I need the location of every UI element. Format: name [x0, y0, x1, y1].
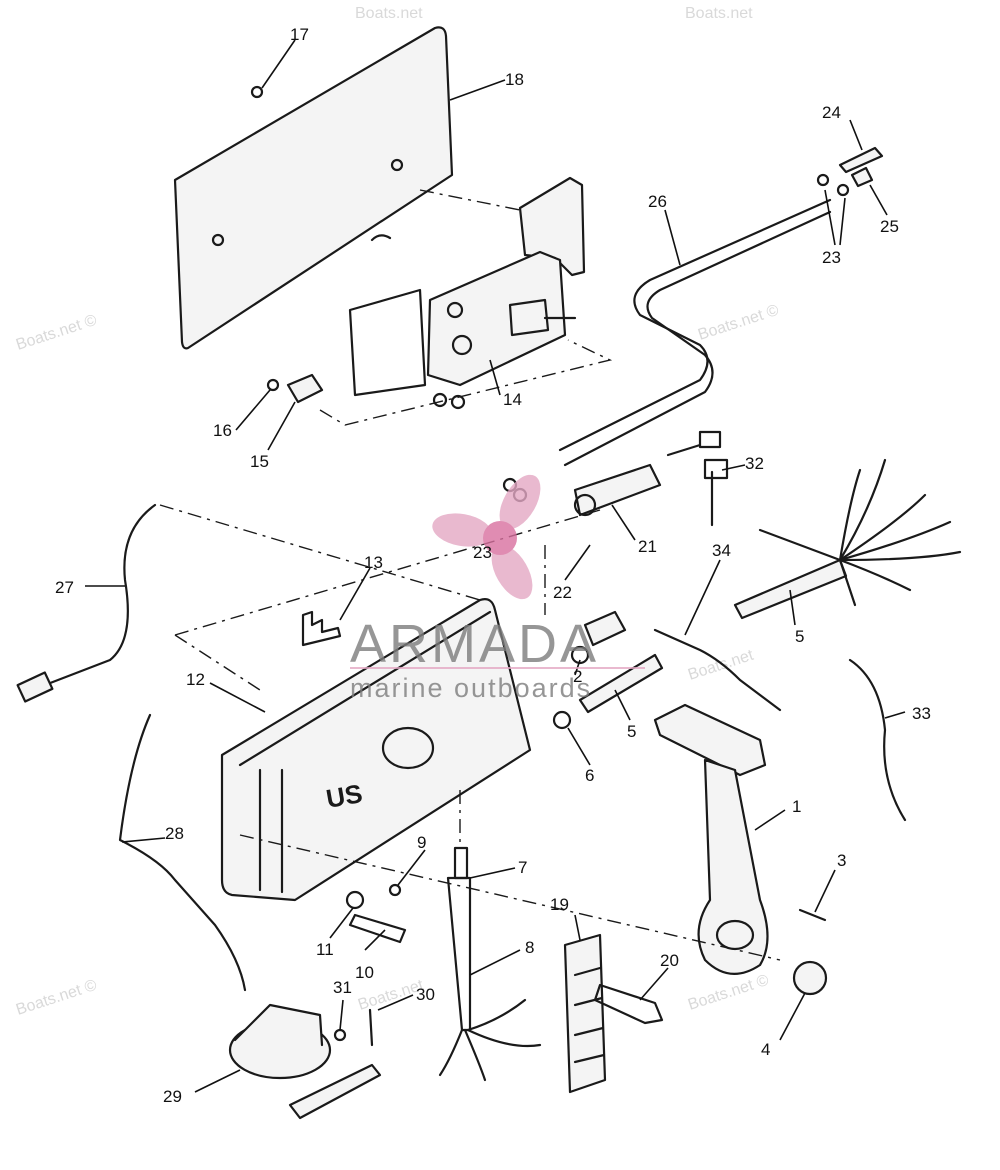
connector [16, 671, 54, 703]
washer [345, 890, 365, 910]
keys [666, 430, 729, 527]
brand-logo: ARMADA marine outboards [350, 474, 645, 703]
screw [368, 1008, 374, 1047]
assembly-line [174, 509, 601, 636]
callout-label: 19 [550, 895, 569, 914]
control-handle [653, 703, 769, 975]
callout-label: 7 [518, 858, 527, 877]
callout-label: 10 [355, 963, 374, 982]
nut [333, 1028, 347, 1042]
callout-label: 4 [761, 1040, 770, 1059]
callout-label: 2 [573, 667, 582, 686]
brand-name: ARMADA [350, 614, 599, 674]
callout-label: 25 [880, 217, 899, 236]
watermark: Boats.net © [686, 972, 771, 1014]
assembly-line [159, 504, 481, 601]
callout-label: 34 [712, 541, 731, 560]
watermark: Boats.net © [14, 977, 99, 1019]
assembly-line [174, 634, 261, 691]
assembly-line [239, 834, 781, 961]
callout-label: 26 [648, 192, 667, 211]
callout-label: 18 [505, 70, 524, 89]
callout-label: 11 [316, 940, 334, 959]
grommet [552, 710, 572, 730]
cable-sleeve [578, 558, 848, 714]
callout-label: 28 [165, 824, 184, 843]
bolt [348, 913, 407, 944]
callout-label: 15 [250, 452, 269, 471]
terminal-block [563, 933, 607, 1094]
callout-label: 6 [585, 766, 594, 785]
callout-label: 12 [186, 670, 205, 689]
console-badge: US [324, 778, 365, 814]
cable-ends [816, 146, 884, 197]
console-housing: US [220, 598, 532, 902]
callout-label: 33 [912, 704, 931, 723]
callout-label: 5 [627, 722, 636, 741]
lanyard [653, 628, 782, 712]
warning-horn [228, 1003, 382, 1120]
callout-labels: 1 2 3 4 5 5 6 7 8 9 10 11 12 13 14 15 16… [55, 25, 931, 1106]
watermark: Boats.net © [14, 312, 99, 354]
callout-label: 32 [745, 454, 764, 473]
wiring-harness [438, 846, 542, 1082]
assembly-line [319, 339, 613, 426]
propeller-icon [432, 474, 541, 600]
wiring-harness [758, 458, 962, 607]
callout-label: 30 [416, 985, 435, 1004]
watermark: Boats.net [355, 5, 423, 22]
cam-part [266, 373, 324, 404]
assembly-line [419, 189, 521, 211]
knob [792, 960, 828, 996]
callout-label: 3 [837, 851, 846, 870]
clip [301, 610, 342, 647]
bolt [593, 983, 664, 1025]
screw [250, 85, 264, 99]
callout-label: 23 [822, 248, 841, 267]
leader-lines [85, 39, 906, 1093]
ignition-switch [573, 463, 662, 517]
callout-label: 23 [473, 543, 492, 562]
wire-lead [118, 713, 247, 992]
ground-wire [43, 503, 157, 687]
throttle-shift-cables [558, 198, 832, 467]
callout-label: 14 [503, 390, 522, 409]
brand-tagline: marine outboards [350, 673, 592, 703]
callout-label: 29 [163, 1087, 182, 1106]
mounting-plate [173, 26, 454, 350]
callout-label: 17 [290, 25, 309, 44]
pin [798, 908, 827, 922]
wire-lead [848, 658, 907, 822]
callout-label: 31 [333, 978, 352, 997]
watermark: Boats.net © [696, 302, 781, 344]
choke-switch [570, 610, 627, 665]
control-mechanism [348, 176, 586, 410]
callout-label: 21 [638, 537, 657, 556]
callout-label: 16 [213, 421, 232, 440]
callout-label: 20 [660, 951, 679, 970]
callout-label: 9 [417, 833, 426, 852]
watermark: Boats.net [686, 647, 756, 684]
callout-label: 5 [795, 627, 804, 646]
callout-label: 1 [792, 797, 801, 816]
callout-label: 27 [55, 578, 74, 597]
callout-label: 24 [822, 103, 841, 122]
callout-label: 22 [553, 583, 572, 602]
callout-label: 13 [364, 553, 383, 572]
callout-label: 8 [525, 938, 534, 957]
watermark: Boats.net [685, 5, 753, 22]
screw [388, 883, 402, 897]
